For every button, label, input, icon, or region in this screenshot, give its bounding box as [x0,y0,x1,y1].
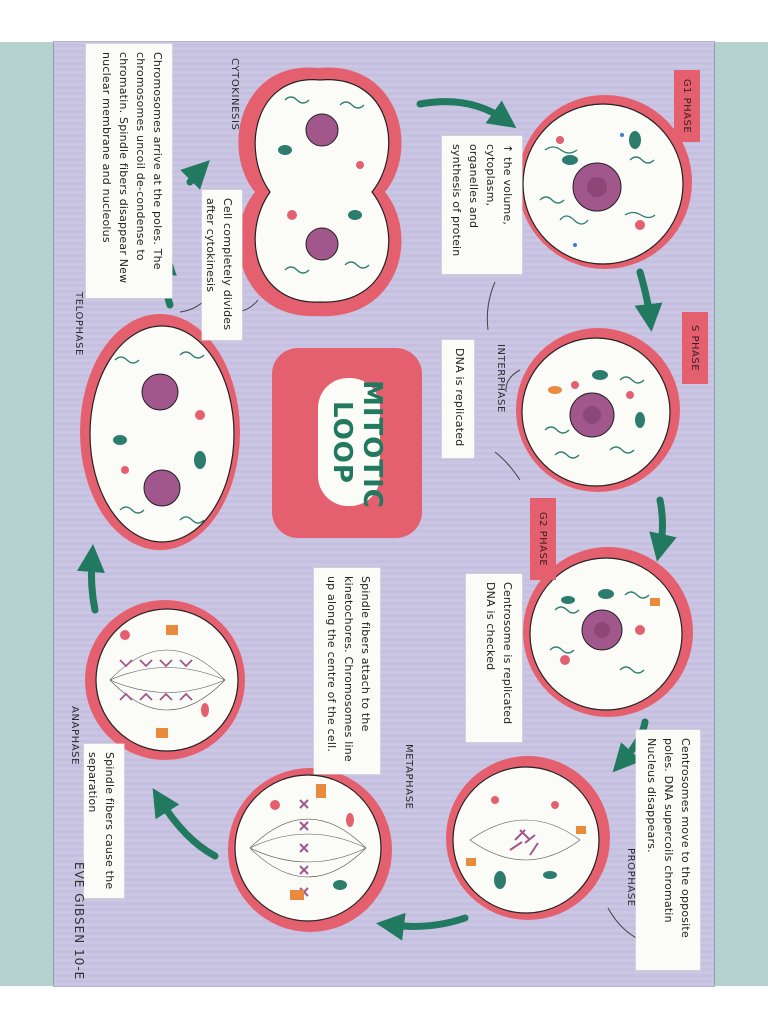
note-cytokinesis: Cell completely divides after cytokinesi… [202,190,242,340]
note-s: DNA is replicated [442,340,474,458]
cell-s [516,328,680,492]
label-cytokinesis: CYTOKINESIS [229,58,240,131]
label-prophase: PROPHASE [625,848,636,907]
title-line-1: MITOTIC [357,380,387,509]
author-signature: EVE GIBSEN 10-E [72,862,86,981]
cutting-mat-left [0,42,54,986]
cell-metaphase [228,768,392,932]
tag-g2-phase: G2 PHASE [530,498,556,580]
title-line-2: LOOP [327,401,357,484]
tag-g1-phase: G1 PHASE [674,70,700,142]
cell-g1 [518,95,692,269]
cell-prophase [446,756,610,920]
arrow-cyto-to-g1 [416,98,517,129]
tag-s-phase: S PHASE [682,312,708,384]
label-anaphase: ANAPHASE [69,706,80,766]
note-telophase: Chromosomes arrive at the poles. The chr… [86,44,172,298]
label-metaphase: METAPHASE [403,744,414,810]
title-card [318,378,380,506]
cell-anaphase [85,600,245,760]
note-g1: ↑ the volume, cytoplasm, organelles and … [442,136,522,274]
cell-telophase [80,314,240,550]
note-prophase: Centrosomes move to the opposite poles. … [636,730,700,970]
label-telophase: TELOPHASE [73,292,84,356]
note-metaphase: Spindle fibers attach to the kinetochore… [314,568,380,774]
note-g2: Centrosome is replicated DNA is checked [466,574,522,742]
cutting-mat-right [714,42,768,986]
note-anaphase: Spindle fibers cause the separation [84,744,124,898]
mitotic-loop-title: MITOTIC LOOP [325,380,387,509]
cell-cytokinesis [238,67,402,317]
cell-g2 [523,547,693,717]
label-interphase: INTERPHASE [495,344,506,413]
